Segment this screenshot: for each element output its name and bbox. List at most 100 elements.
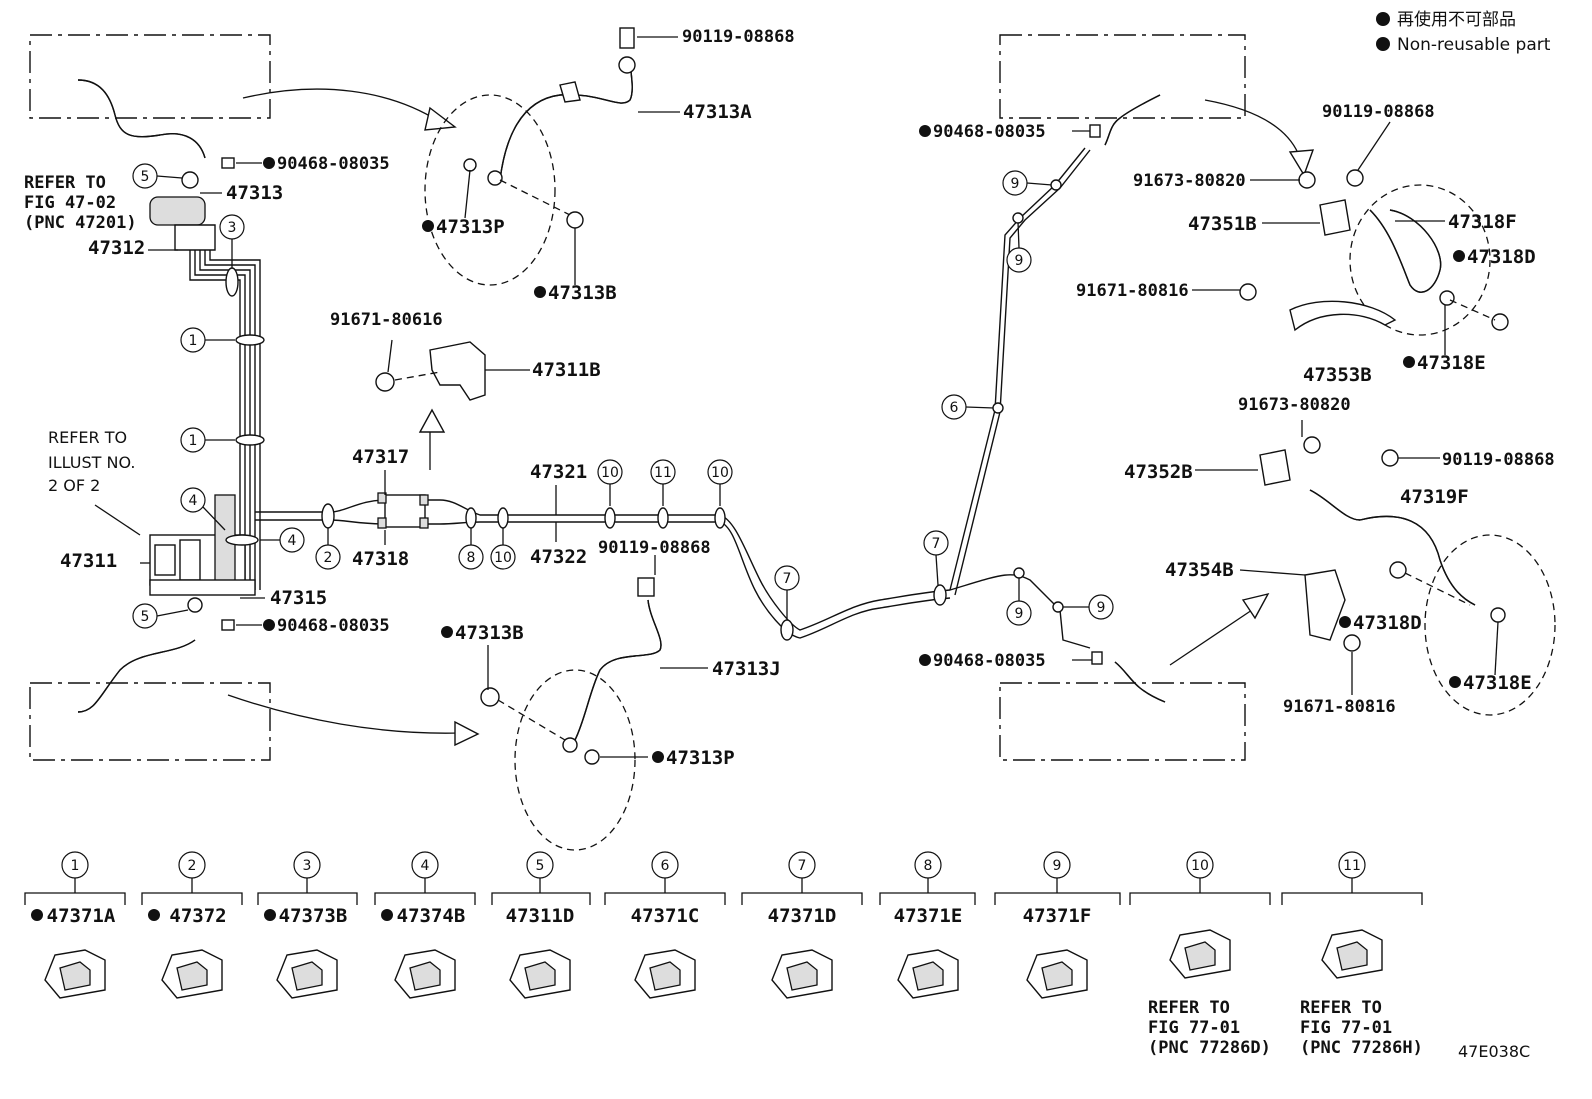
callout-3: 3: [219, 214, 245, 297]
clip-icon: [634, 949, 696, 999]
clip-icon: [161, 949, 223, 999]
clamp-number: 3: [303, 858, 312, 874]
svg-text:9: 9: [1015, 253, 1024, 269]
svg-text:2: 2: [324, 550, 333, 566]
bolt-icon: [375, 372, 395, 392]
arrow-icon: [1241, 592, 1270, 620]
arrow-icon: [1288, 149, 1315, 177]
bolt-icon: [637, 577, 655, 597]
bolt-icon: [1303, 436, 1321, 454]
direction-arrows: [227, 88, 1315, 747]
svg-text:9: 9: [1015, 606, 1024, 622]
clamp-number: 5: [536, 858, 545, 874]
label-47354B: 47354B: [1165, 559, 1234, 581]
nonreusable-dot-icon: [1376, 37, 1390, 51]
svg-text:10: 10: [601, 465, 619, 481]
refer-fig-2: FIG 47-02: [24, 193, 116, 213]
callout-4a: 4: [180, 487, 226, 531]
svg-text:1: 1: [189, 433, 198, 449]
label-90468-tr: 90468-08035: [933, 122, 1046, 142]
leader-lines: [94, 36, 1499, 758]
callout-9d: 9: [1052, 594, 1114, 620]
label-47351B: 47351B: [1188, 213, 1257, 235]
clamp-part-number: 47371F: [1023, 905, 1092, 927]
clamp-part-number: 47372: [169, 905, 226, 927]
tube-47312: [174, 224, 216, 251]
clamp-3: 3 47373B: [257, 851, 358, 999]
label-47313P-bot: 47313P: [666, 747, 735, 769]
bolt-icon: [1239, 283, 1257, 301]
svg-text:7: 7: [932, 536, 941, 552]
label-47319F: 47319F: [1400, 486, 1469, 508]
svg-text:6: 6: [950, 400, 959, 416]
clamp-part-number: 47371D: [768, 905, 837, 927]
clamp-refer-line: REFER TO: [1300, 998, 1382, 1018]
hose-47313J: [480, 577, 662, 851]
svg-text:7: 7: [783, 571, 792, 587]
clamp-number: 6: [661, 858, 670, 874]
arrow-icon: [424, 106, 457, 131]
legend-en: Non-reusable part: [1397, 35, 1551, 55]
clip-icon: [1026, 949, 1088, 999]
svg-text:8: 8: [467, 550, 476, 566]
label-90468-tl: 90468-08035: [277, 154, 390, 174]
clamp-number: 1: [71, 858, 80, 874]
washer-icon: [463, 158, 477, 172]
refer-illust-2: ILLUST NO.: [48, 453, 135, 472]
nonreusable-dot-icon: [264, 909, 276, 921]
nonreusable-dot-icon: [381, 909, 393, 921]
bolt-icon: [1346, 169, 1364, 187]
front-right-caliper: [1239, 169, 1509, 336]
clips-90468: [221, 124, 1103, 665]
callout-4b: 4: [225, 527, 305, 553]
washer-icon: [1490, 607, 1506, 623]
callout-2: 2: [315, 503, 341, 570]
svg-text:4: 4: [189, 493, 198, 509]
bolt-icon: [566, 211, 584, 229]
clip-icon: [44, 949, 106, 999]
callout-6: 6: [941, 394, 1004, 420]
bolt-icon: [1389, 561, 1407, 579]
svg-text:10: 10: [494, 550, 512, 566]
clamp-part-number: 47374B: [397, 905, 466, 927]
label-47311: 47311: [60, 550, 117, 572]
clamp-number: 11: [1343, 858, 1361, 874]
fitting-icon: [487, 170, 503, 186]
clamp-refer-line: (PNC 77286H): [1300, 1038, 1423, 1058]
label-47311B: 47311B: [532, 359, 601, 381]
callout-10c: 10: [707, 459, 733, 529]
washer-icon: [1439, 290, 1455, 306]
clamp-number: 9: [1053, 858, 1062, 874]
bolt-icon: [480, 687, 500, 707]
clip-icon: [509, 949, 571, 999]
callout-5a: 5: [132, 163, 183, 189]
tube-47315: [149, 579, 256, 596]
hoses: [77, 79, 1166, 713]
bolt-icon: [1343, 634, 1361, 652]
callout-9c: 9: [1006, 567, 1032, 626]
bolt-icon: [1381, 449, 1399, 467]
svg-text:9: 9: [1011, 176, 1020, 192]
label-91671-r1: 91671-80816: [1076, 281, 1189, 301]
bolt-icon: [1298, 171, 1316, 189]
box-front-right: [999, 34, 1246, 119]
label-47313B-top: 47313B: [548, 282, 617, 304]
svg-text:1: 1: [189, 333, 198, 349]
label-91673-r2: 91673-80820: [1238, 395, 1351, 415]
label-47313P-top: 47313P: [436, 216, 505, 238]
label-47313B-bot: 47313B: [455, 622, 524, 644]
label-91673-r1: 91673-80820: [1133, 171, 1246, 191]
label-47353B: 47353B: [1303, 364, 1372, 386]
union-bolt-icon: [181, 171, 199, 189]
washer-icon: [584, 749, 600, 765]
clamp-part-number: 47373B: [279, 905, 348, 927]
clamp-part-number: 47371E: [894, 905, 963, 927]
label-47313J: 47313J: [712, 658, 781, 680]
hose-47313A: [424, 27, 636, 286]
label-47352B: 47352B: [1124, 461, 1193, 483]
label-90468-bl: 90468-08035: [277, 616, 390, 636]
